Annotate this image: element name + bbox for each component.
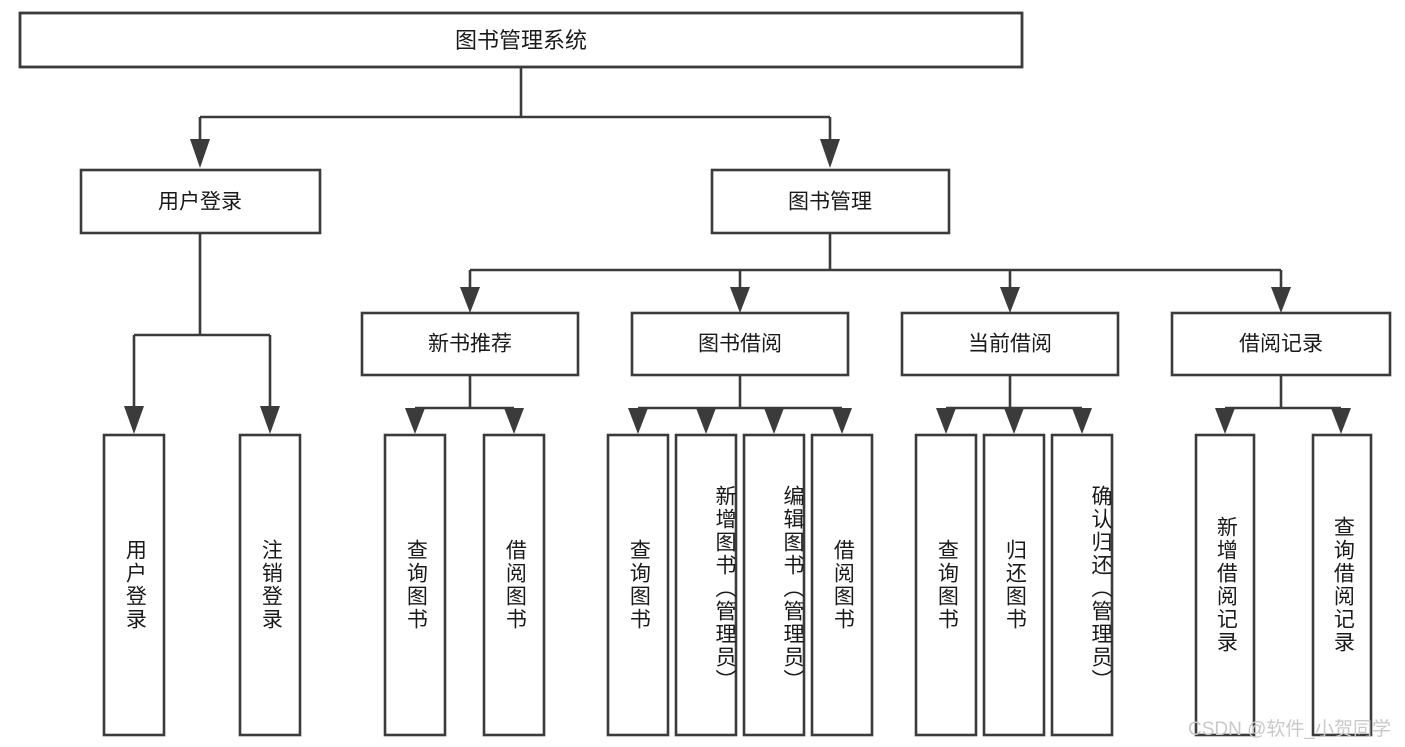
leaf-query-book-b-box[interactable]	[606, 433, 670, 737]
arrow-head-newbook	[460, 287, 480, 313]
arrow-head-cb-query	[936, 408, 956, 434]
leaf-user-login-box[interactable]	[102, 433, 166, 737]
arrow-head-leaf-user-login	[124, 406, 144, 434]
arrow-head-bb-query	[628, 408, 648, 434]
leaf-add-record-box[interactable]	[1194, 433, 1256, 737]
leaf-logout-box[interactable]	[238, 433, 302, 737]
node-new-book-rec-label: 新书推荐	[428, 333, 512, 356]
leaf-query-book-c-box[interactable]	[914, 433, 978, 737]
node-book-manage-label: 图书管理	[788, 191, 872, 214]
leaf-add-book-box[interactable]	[674, 433, 738, 737]
leaf-confirm-return-box[interactable]	[1050, 433, 1114, 737]
node-current-borrow-box[interactable]	[900, 311, 1120, 377]
arrow-head-cb-confirm	[1072, 408, 1092, 434]
arrow-head-nb-borrow	[504, 408, 524, 434]
connector-group-newbook	[405, 375, 524, 434]
arrow-head-br-query	[1331, 408, 1351, 434]
arrow-head-record	[1271, 287, 1291, 313]
leaf-query-book-a-box[interactable]	[383, 433, 447, 737]
arrow-head-bb-edit	[764, 408, 784, 434]
connector-group-user-login	[124, 233, 280, 434]
arrow-head-bb-borrow	[832, 408, 852, 434]
leaf-borrow-book-a-box[interactable]	[482, 433, 546, 737]
node-current-borrow-label: 当前借阅	[968, 333, 1052, 356]
arrow-head-user-login	[190, 139, 210, 168]
arrow-head-book-manage	[820, 139, 840, 168]
node-new-book-rec-box[interactable]	[360, 311, 580, 377]
arrow-head-br-add	[1215, 408, 1235, 434]
arrow-head-current	[1000, 287, 1020, 313]
connector-group-record	[1215, 375, 1351, 434]
connector-group-current	[936, 375, 1092, 434]
node-root-label: 图书管理系统	[455, 28, 587, 53]
arrow-head-borrow	[730, 287, 750, 313]
arrow-head-bb-add	[696, 408, 716, 434]
leaf-return-book-box[interactable]	[982, 433, 1046, 737]
node-borrow-record-label: 借阅记录	[1239, 333, 1323, 356]
node-user-login-box[interactable]	[79, 168, 322, 235]
arrow-head-cb-return	[1004, 408, 1024, 434]
leaf-edit-book-box[interactable]	[742, 433, 806, 737]
node-root-box[interactable]	[18, 11, 1024, 69]
node-user-login-label: 用户登录	[158, 191, 242, 214]
arrow-head-leaf-logout	[260, 406, 280, 434]
leaf-borrow-book-b-box[interactable]	[810, 433, 874, 737]
node-borrow-record-box[interactable]	[1170, 311, 1392, 377]
node-book-manage-box[interactable]	[710, 168, 951, 235]
leaf-query-record-box[interactable]	[1311, 433, 1373, 737]
node-book-borrow-label: 图书借阅	[698, 333, 782, 356]
connector-group-root	[190, 67, 840, 168]
connector-group-bookborrow	[628, 375, 852, 434]
node-book-borrow-box[interactable]	[630, 311, 850, 377]
connector-group-book-manage	[460, 233, 1291, 313]
arrow-head-nb-query	[405, 408, 425, 434]
